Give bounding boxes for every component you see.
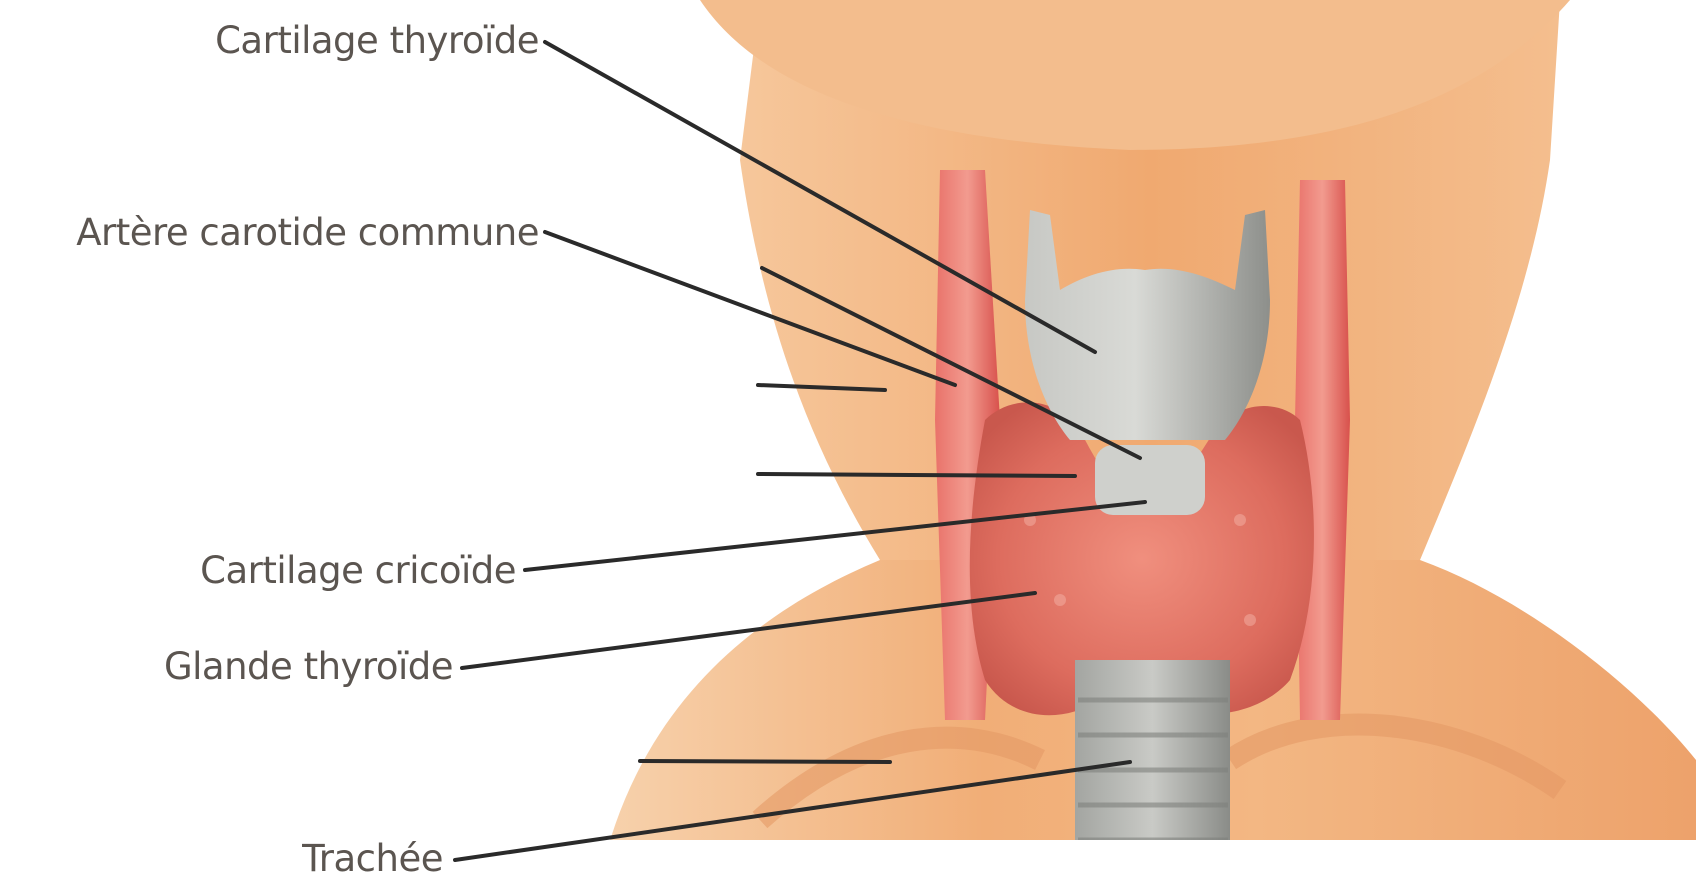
label-common-carotid-artery: Artère carotide commune (76, 214, 539, 251)
label-cricoid-cartilage: Cartilage cricoïde (200, 552, 516, 589)
leader-line-unlabeled-3 (758, 474, 1075, 476)
leader-line-unlabeled-4 (640, 761, 890, 762)
label-thyroid-gland: Glande thyroïde (164, 648, 453, 685)
label-thyroid-cartilage: Cartilage thyroïde (215, 22, 539, 59)
label-trachea: Trachée (302, 840, 443, 877)
